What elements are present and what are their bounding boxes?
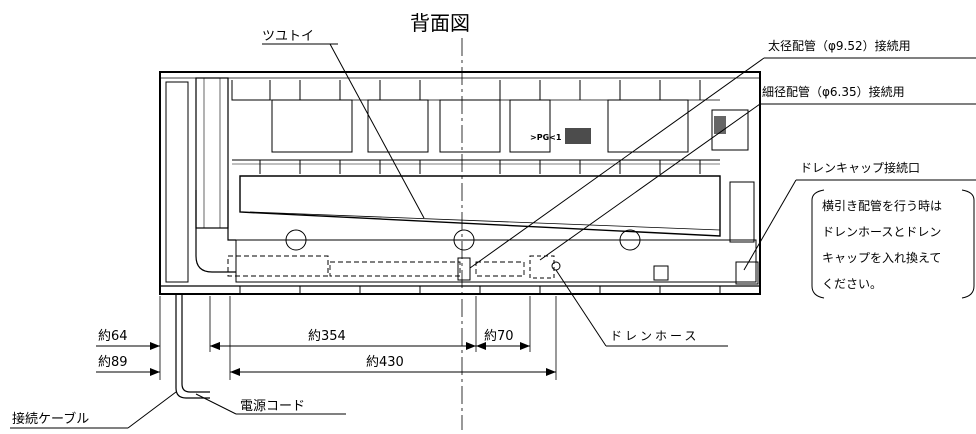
dim-70: 約70 [484, 329, 514, 344]
small-pipe-label: 細径配管（φ6.35）接続用 [762, 84, 905, 99]
power-cord-leader [195, 393, 237, 415]
connect-cable-label: 接続ケーブル [12, 411, 89, 427]
note-line-3: キャップを入れ換えて [822, 251, 941, 265]
dim-89: 約89 [98, 355, 128, 370]
dim-354: 約354 [308, 329, 346, 344]
pg-marking: >PG<1 [530, 133, 562, 142]
label-plate [565, 128, 591, 144]
drain-hose-leader [555, 269, 607, 347]
dim-64: 約64 [98, 329, 128, 344]
note-line-2: ドレンホースとドレン [822, 225, 941, 239]
cables [175, 294, 210, 399]
small-pipe-leader [539, 103, 761, 261]
note-line-4: ください。 [822, 277, 882, 291]
drain-tray-leader [329, 43, 425, 219]
power-cord-label: 電源コード [240, 399, 305, 414]
hidden-pipe-route [227, 255, 561, 281]
connect-cable-leader [127, 391, 177, 429]
drain-cap-label: ドレンキャップ接続口 [800, 160, 920, 175]
drain-tray-label: ツユトイ [262, 29, 314, 44]
note-box: 横引き配管を行う時は ドレンホースとドレン キャップを入れ換えて ください。 [811, 189, 975, 299]
large-pipe-label: 太径配管（φ9.52）接続用 [768, 38, 911, 53]
large-pipe-leader [469, 57, 765, 269]
note-line-1: 横引き配管を行う時は [822, 198, 942, 213]
drain-cap-leader [743, 179, 797, 271]
rating-plate [714, 116, 726, 134]
dim-430: 約430 [366, 355, 404, 370]
dimension-lines [96, 296, 557, 380]
drain-hose-label: ドレンホース [610, 329, 699, 343]
drawing-title: 背面図 [410, 11, 470, 35]
unit-body [159, 71, 761, 295]
